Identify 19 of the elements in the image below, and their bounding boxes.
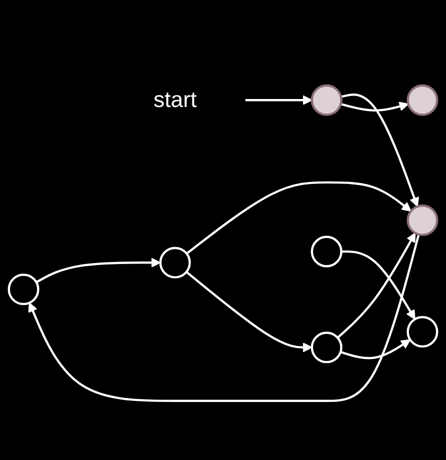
arrow	[186, 271, 312, 352]
arrow	[340, 102, 409, 112]
node-circle	[406, 316, 438, 348]
node-circle	[406, 204, 438, 236]
arrow	[28, 234, 420, 402]
arrow	[341, 250, 416, 320]
node-circle	[310, 84, 342, 116]
node-circle	[310, 332, 342, 364]
arrow	[340, 94, 419, 207]
node-circle	[310, 236, 342, 268]
arrow	[336, 232, 416, 339]
node-circle	[159, 246, 191, 278]
arrow	[36, 258, 161, 284]
arrow	[245, 95, 312, 106]
arrow	[186, 181, 412, 255]
arrow	[340, 339, 411, 360]
node-circle	[8, 274, 40, 306]
node-circle	[406, 84, 438, 116]
node-text: start	[154, 88, 197, 112]
